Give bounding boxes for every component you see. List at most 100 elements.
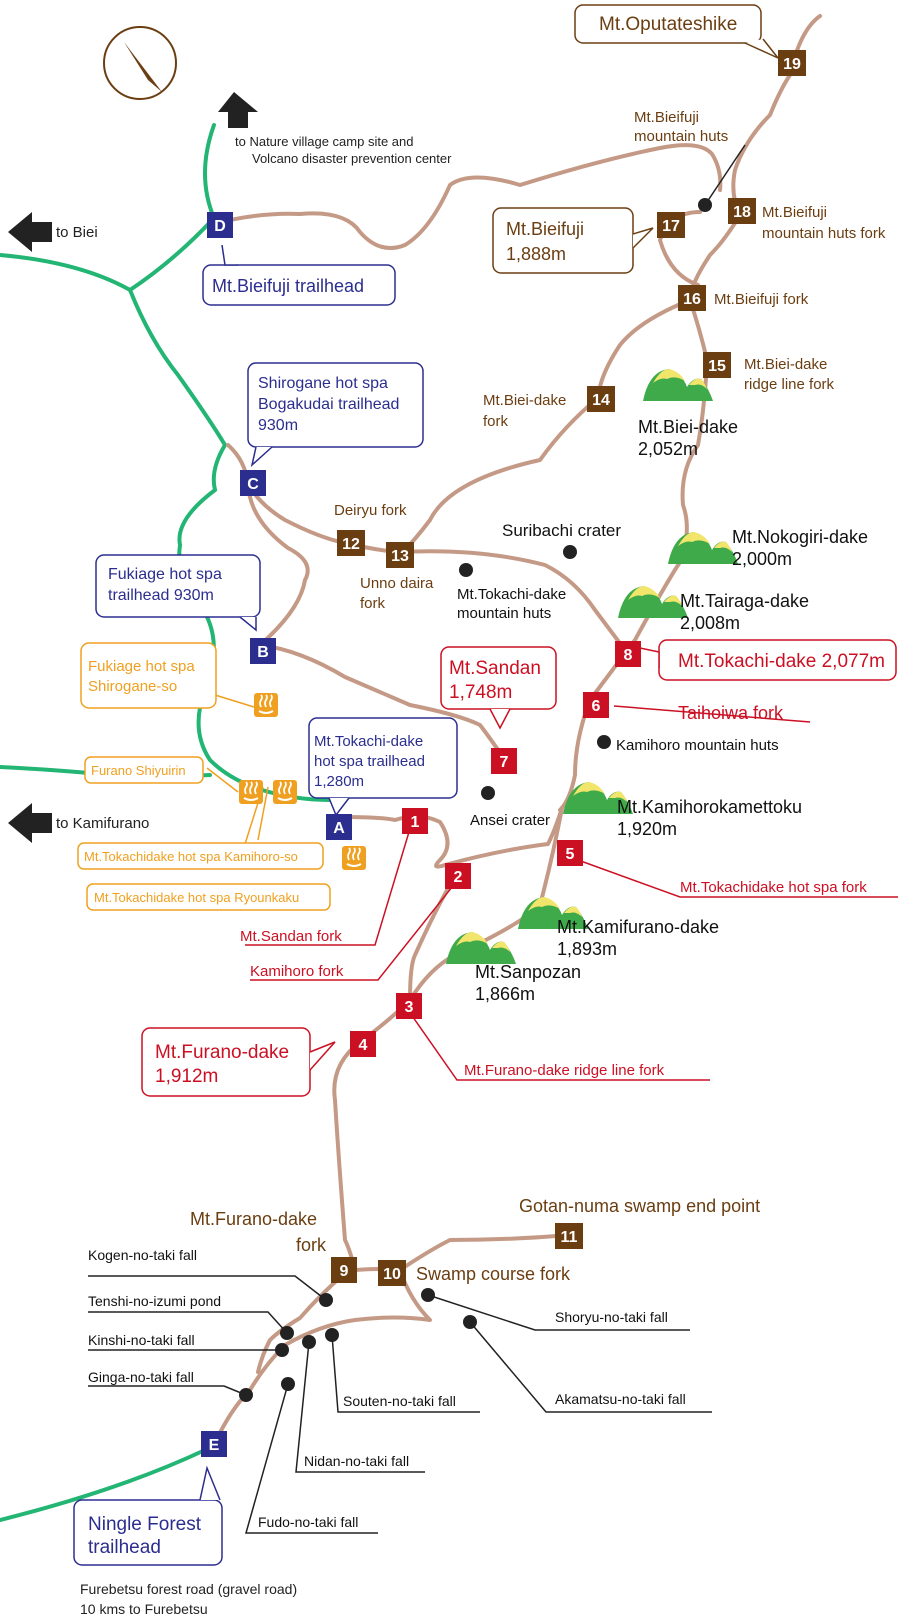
trailhead-a-label-3: 1,280m (314, 773, 364, 790)
point-4-label-1: Mt.Furano-dake (155, 1042, 289, 1063)
svg-text:6: 6 (592, 698, 601, 715)
svg-text:5: 5 (566, 846, 575, 863)
mt-nokogiri-elev: 2,000m (732, 549, 792, 569)
callout-boxes (73, 4, 897, 1566)
point-4[interactable]: 4 (350, 1031, 376, 1057)
tenshi-pond-label: Tenshi-no-izumi pond (88, 1293, 221, 1309)
point-3[interactable]: 3 (396, 993, 422, 1019)
ginga-fall-label: Ginga-no-taki fall (88, 1369, 194, 1385)
souten-fall-label: Souten-no-taki fall (343, 1393, 456, 1409)
point-17-label-2: 1,888m (506, 244, 566, 264)
point-19-label: Mt.Oputateshike (599, 14, 737, 35)
point-10[interactable]: 10 (378, 1260, 406, 1286)
tokachi-huts-label-2: mountain huts (457, 605, 551, 622)
to-kamifurano-label: to Kamifurano (56, 815, 149, 832)
kamihoro-so-label: Mt.Tokachidake hot spa Kamihoro-so (84, 849, 298, 864)
point-4-label-2: 1,912m (155, 1066, 218, 1087)
svg-text:E: E (209, 1437, 220, 1454)
svg-text:1: 1 (411, 814, 420, 831)
mt-nokogiri-name: Mt.Nokogiri-dake (732, 527, 868, 547)
point-11[interactable]: 11 (555, 1223, 583, 1249)
point-8[interactable]: 8 (615, 641, 641, 667)
point-14-label-2: fork (483, 413, 509, 430)
point-9-label-1: Mt.Furano-dake (190, 1209, 317, 1229)
svg-text:12: 12 (342, 536, 360, 553)
svg-text:17: 17 (662, 218, 680, 235)
fukiage-hotspa-label-2: Shirogane-so (88, 678, 177, 695)
point-1[interactable]: 1 (402, 808, 428, 834)
svg-text:3: 3 (405, 999, 414, 1016)
forest-road-label-1: Furebetsu forest road (gravel road) (80, 1581, 297, 1597)
akamatsu-fall-label: Akamatsu-no-taki fall (555, 1391, 686, 1407)
point-3-label: Mt.Furano-dake ridge line fork (464, 1062, 665, 1079)
svg-text:18: 18 (733, 204, 751, 221)
svg-text:9: 9 (340, 1263, 349, 1280)
svg-text:A: A (333, 820, 345, 837)
point-19[interactable]: 19 (778, 50, 806, 76)
ansei-crater-label: Ansei crater (470, 812, 550, 829)
svg-text:C: C (247, 476, 259, 493)
trailhead-e[interactable]: E (201, 1431, 227, 1457)
trailhead-c[interactable]: C (240, 470, 266, 496)
point-13-label-1: Unno daira (360, 575, 434, 592)
point-2[interactable]: 2 (445, 863, 471, 889)
point-15-label-2: ridge line fork (744, 376, 835, 393)
trailhead-b-label-2: trailhead 930m (108, 587, 214, 604)
trailhead-d[interactable]: D (207, 212, 233, 238)
trailhead-a[interactable]: A (326, 814, 352, 840)
mt-tairaga-name: Mt.Tairaga-dake (680, 591, 809, 611)
point-15[interactable]: 15 (703, 352, 731, 378)
svg-text:4: 4 (359, 1037, 368, 1054)
svg-text:11: 11 (561, 1229, 578, 1246)
trailhead-e-label-1: Ningle Forest (88, 1514, 202, 1535)
furano-shiyuirin-label: Furano Shiyuirin (91, 763, 186, 778)
point-1-label: Mt.Sandan fork (240, 928, 342, 945)
point-6[interactable]: 6 (583, 692, 609, 718)
kamihoro-huts-label: Kamihoro mountain huts (616, 737, 779, 754)
trailhead-c-label-2: Bogakudai trailhead (258, 396, 399, 413)
point-5[interactable]: 5 (557, 840, 583, 866)
svg-text:7: 7 (500, 754, 509, 771)
point-17-label-1: Mt.Bieifuji (506, 219, 584, 239)
trailhead-b[interactable]: B (250, 638, 276, 664)
point-7[interactable]: 7 (491, 748, 517, 774)
labels: to Biei to Kamifurano to Nature village … (56, 14, 886, 1617)
point-12[interactable]: 12 (337, 530, 365, 556)
point-6-label: Taihoiwa fork (678, 703, 784, 723)
leader-lines (88, 144, 898, 1534)
point-18-label-1: Mt.Bieifuji (762, 204, 827, 221)
svg-text:8: 8 (624, 647, 633, 664)
svg-text:14: 14 (592, 392, 610, 409)
svg-text:D: D (214, 218, 226, 235)
svg-text:B: B (257, 644, 269, 661)
mt-tairaga-elev: 2,008m (680, 613, 740, 633)
tokachi-huts-label-1: Mt.Tokachi-dake (457, 586, 566, 603)
mt-kamifurano-elev: 1,893m (557, 939, 617, 959)
point-15-label-1: Mt.Biei-dake (744, 356, 827, 373)
kogen-fall-label: Kogen-no-taki fall (88, 1247, 197, 1263)
trailhead-markers: A B C D E (201, 212, 352, 1457)
kinshi-fall-label: Kinshi-no-taki fall (88, 1332, 195, 1348)
point-16[interactable]: 16 (678, 285, 706, 311)
point-17[interactable]: 17 (657, 212, 685, 238)
bieifuji-huts-label-2: mountain huts (634, 128, 728, 145)
svg-text:15: 15 (708, 358, 726, 375)
point-14-label-1: Mt.Biei-dake (483, 392, 566, 409)
svg-text:19: 19 (783, 56, 801, 73)
trailhead-a-label-1: Mt.Tokachi-dake (314, 733, 423, 750)
trailhead-b-label-1: Fukiage hot spa (108, 566, 222, 583)
point-9[interactable]: 9 (331, 1257, 357, 1283)
shoryu-fall-label: Shoryu-no-taki fall (555, 1309, 668, 1325)
point-13-label-2: fork (360, 595, 386, 612)
mt-biei-name: Mt.Biei-dake (638, 417, 738, 437)
trailhead-c-label-1: Shirogane hot spa (258, 375, 388, 392)
point-13[interactable]: 13 (386, 542, 414, 568)
trailhead-d-label: Mt.Bieifuji trailhead (212, 276, 364, 296)
point-14[interactable]: 14 (587, 386, 615, 412)
point-18[interactable]: 18 (728, 198, 756, 224)
fukiage-hotspa-label-1: Fukiage hot spa (88, 658, 195, 675)
point-18-label-2: mountain huts fork (762, 225, 886, 242)
svg-text:16: 16 (683, 291, 701, 308)
mt-biei-elev: 2,052m (638, 439, 698, 459)
nature-village-label-1: to Nature village camp site and (235, 134, 413, 149)
